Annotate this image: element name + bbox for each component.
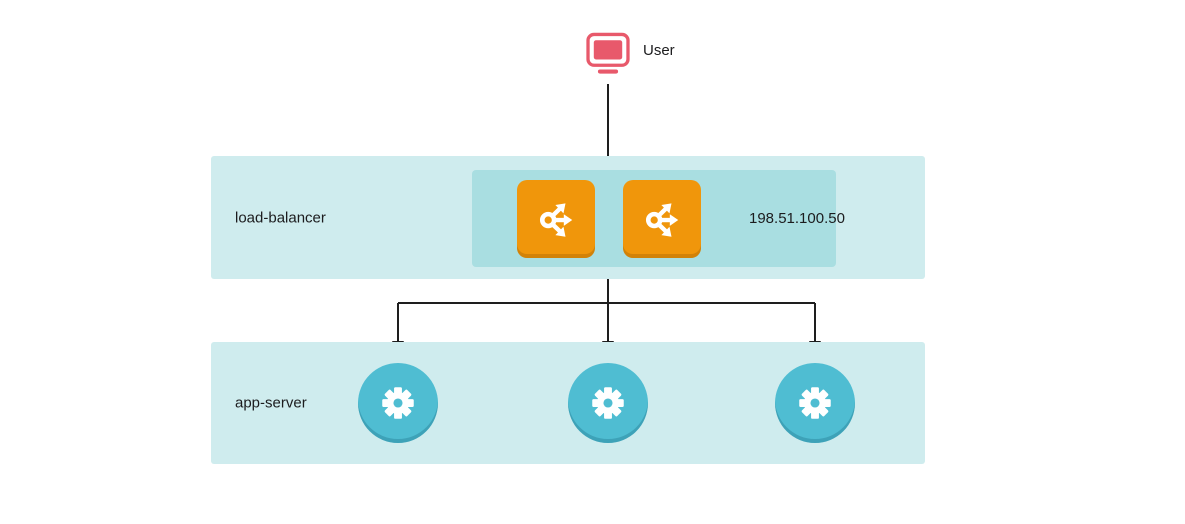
user-label: User <box>643 42 675 59</box>
load-balancer-icon <box>531 194 581 244</box>
load-balancer-band: load-balancer 198.51.100.50 <box>211 156 925 279</box>
load-balancer-label: load-balancer <box>235 209 326 226</box>
monitor-icon <box>586 32 630 75</box>
app-server-instance-3 <box>775 363 855 443</box>
app-server-instance-2 <box>568 363 648 443</box>
user-node: User <box>586 32 675 75</box>
load-balancer-icon <box>637 194 687 244</box>
app-server-band: app-server <box>211 342 925 464</box>
gear-icon <box>794 382 836 424</box>
gear-icon <box>377 382 419 424</box>
load-balancer-ip: 198.51.100.50 <box>749 210 845 227</box>
load-balancer-instance-2 <box>623 179 701 258</box>
gear-icon <box>587 382 629 424</box>
load-balancer-group: 198.51.100.50 <box>472 170 845 267</box>
app-server-label: app-server <box>235 394 307 412</box>
app-server-instance-1 <box>358 363 438 443</box>
load-balancer-instance-1 <box>517 179 595 258</box>
